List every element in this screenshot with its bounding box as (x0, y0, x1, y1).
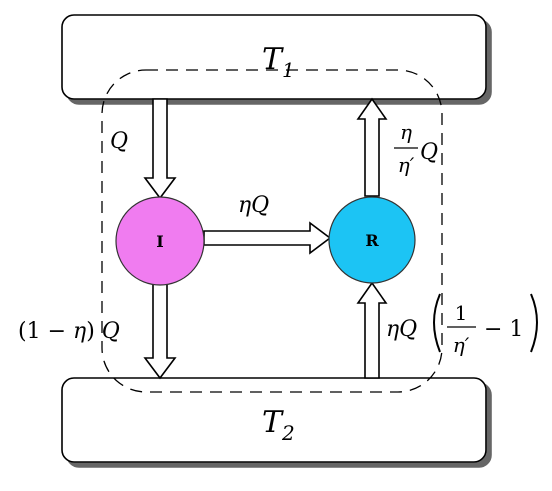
ref-in-arrow (356, 281, 388, 379)
hot-reservoir: T1 (61, 14, 487, 100)
work-label: ηQ (238, 193, 269, 218)
refrigerator-node: R (328, 196, 416, 284)
hot-reservoir-label: T1 (262, 42, 295, 82)
cold-reservoir: T2 (61, 377, 487, 463)
ref-in-label: ηQ 1 η′ − 1 (386, 293, 538, 357)
ref-out-denominator: η′ (398, 153, 415, 177)
engine-label: I (156, 232, 163, 251)
ref-in-denominator: η′ (453, 333, 470, 357)
ref-out-label: η η′ Q (394, 120, 438, 177)
cold-reservoir-label: T2 (262, 405, 295, 445)
ref-in-numerator: 1 (455, 301, 468, 325)
heat-in-label: Q (110, 129, 128, 154)
ref-out-numerator: η (400, 120, 412, 144)
heat-out-label: (1 − η) Q (18, 319, 120, 344)
ref-in-prefix: ηQ (386, 317, 417, 342)
heat-in-arrow (143, 98, 177, 200)
ref-in-minus-one: − 1 (484, 317, 523, 342)
heat-out-arrow (143, 283, 177, 380)
ref-out-arrow (356, 97, 388, 197)
refrigerator-label: R (365, 231, 379, 250)
engine-node: I (115, 196, 205, 286)
ref-out-q: Q (420, 140, 438, 165)
system-boundary (101, 69, 443, 393)
work-arrow (203, 221, 332, 255)
